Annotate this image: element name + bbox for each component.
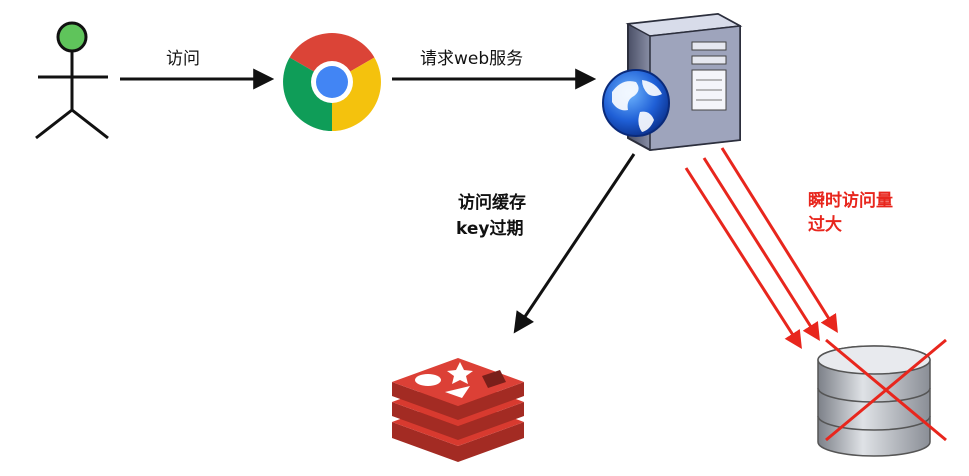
redis-icon — [392, 358, 524, 462]
chrome-browser-icon — [283, 33, 381, 131]
user-stick-figure-icon — [35, 21, 109, 140]
label-cache-line1: 访问缓存 — [458, 193, 526, 213]
label-burst-line2: 过大 — [808, 215, 842, 235]
arrow-server-to-cache — [513, 153, 636, 334]
burst-arrows — [684, 147, 838, 350]
label-request-web: 请求web服务 — [420, 49, 524, 69]
web-server-icon — [602, 12, 743, 152]
label-cache-line2: key过期 — [456, 219, 524, 239]
label-burst-line1: 瞬时访问量 — [808, 191, 893, 211]
failure-cross-icon — [825, 338, 947, 442]
label-visit: 访问 — [166, 49, 200, 69]
